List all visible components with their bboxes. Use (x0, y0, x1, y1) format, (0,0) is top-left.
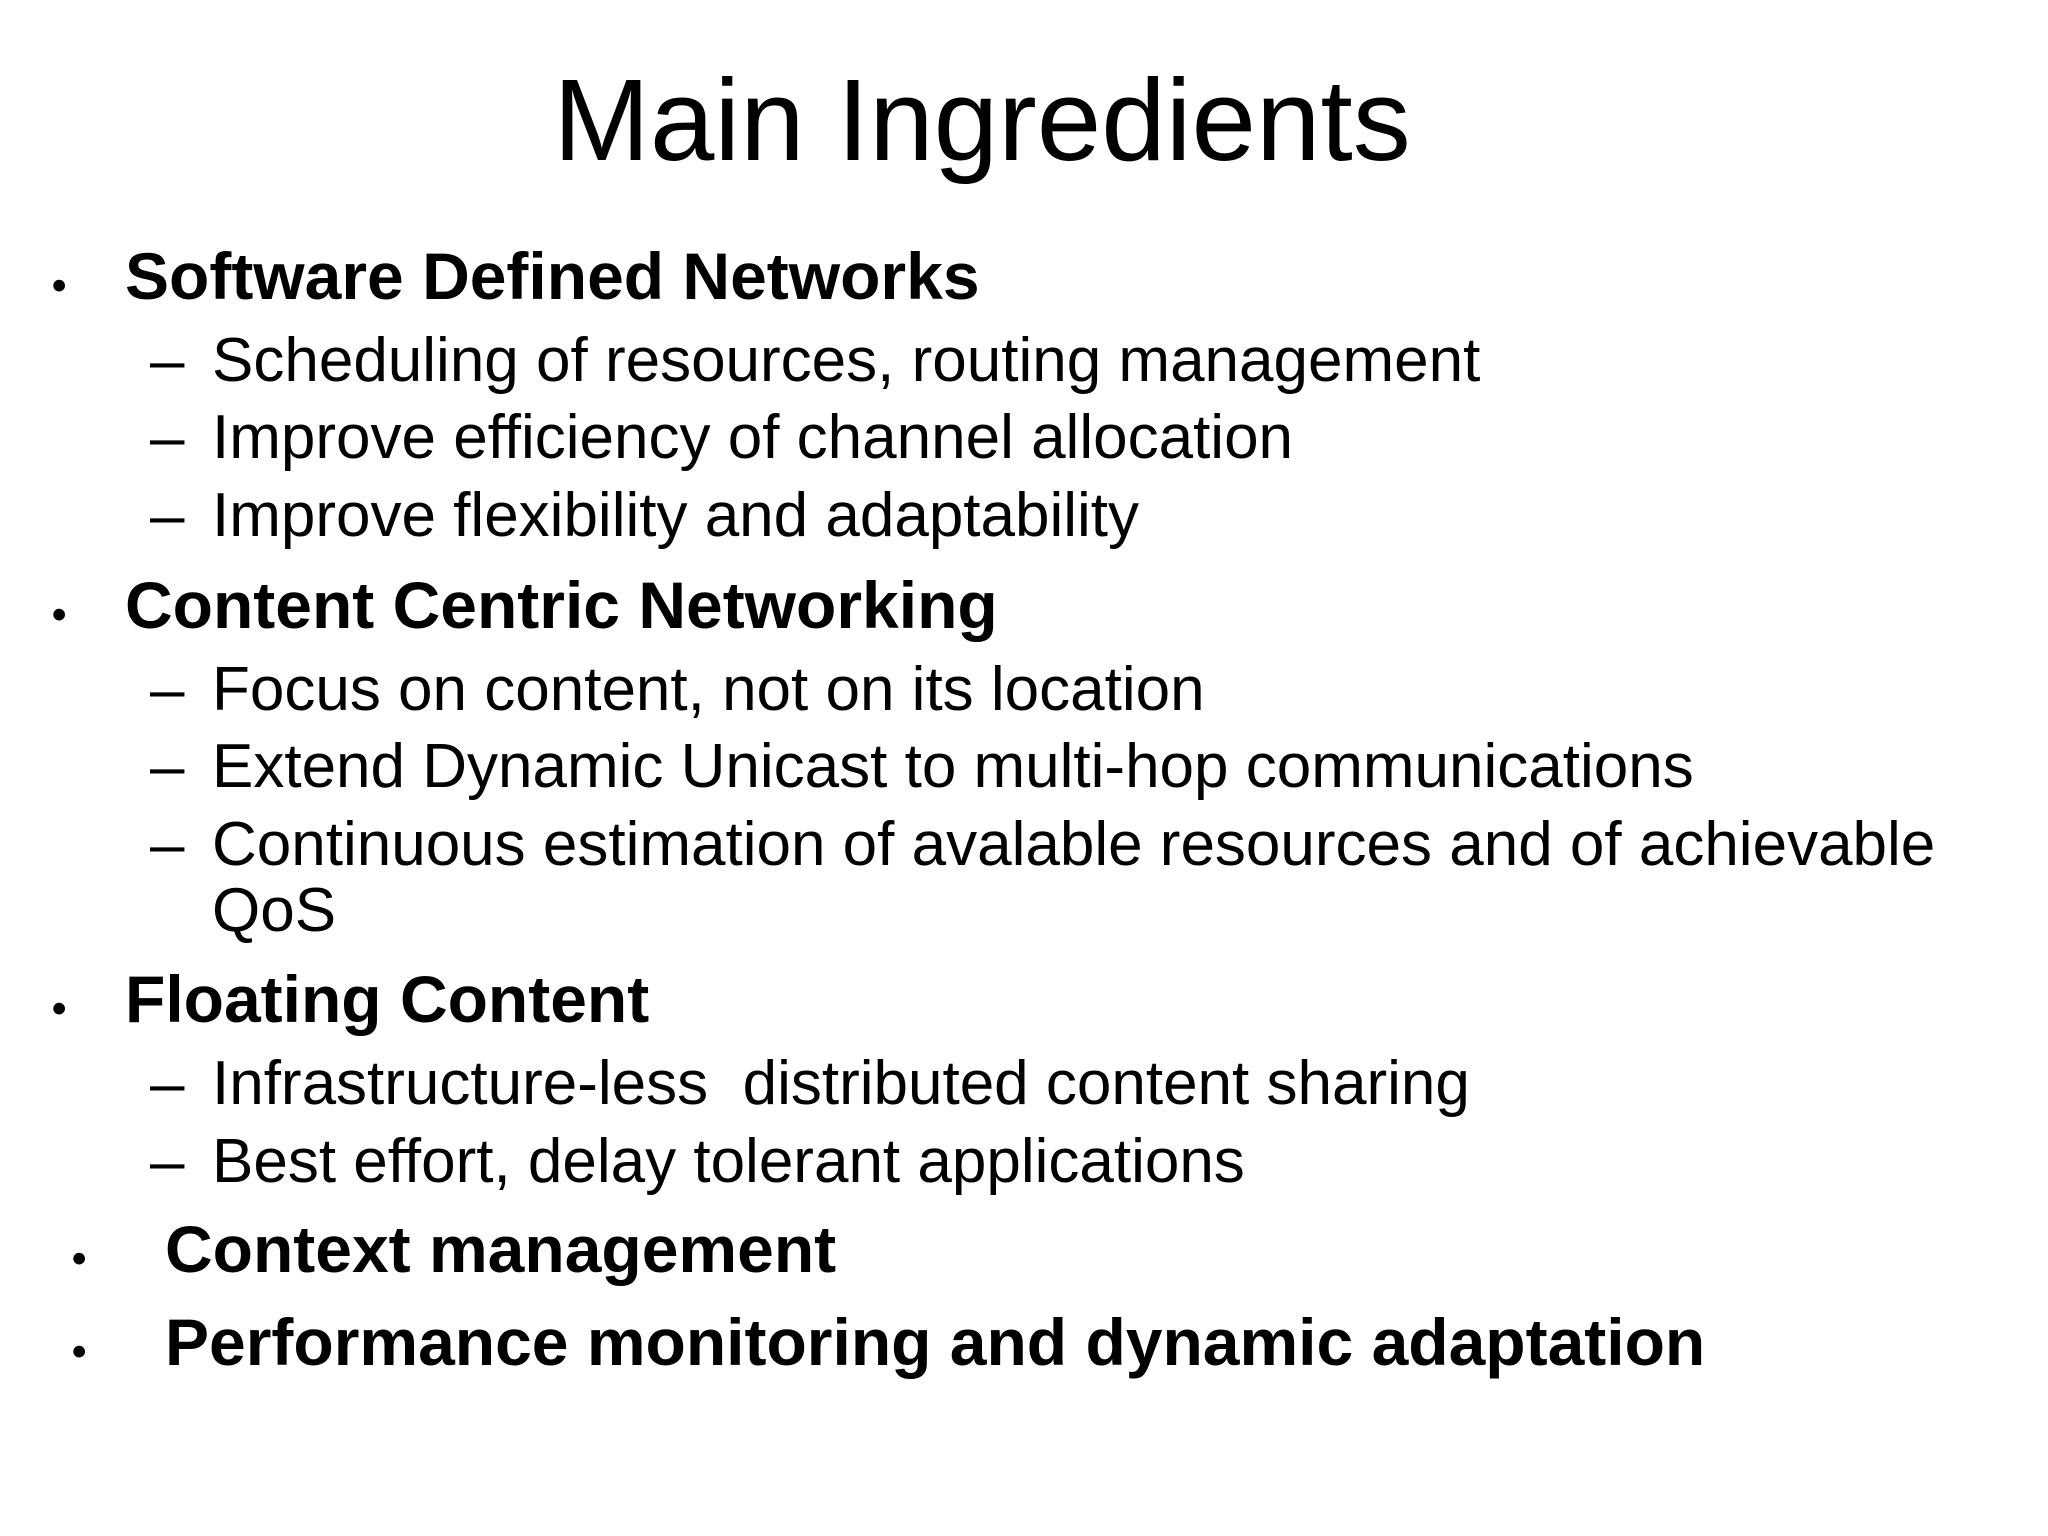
dash-icon: – (150, 481, 185, 551)
section-heading: Software Defined Networks (125, 238, 980, 313)
dash-icon: – (150, 809, 185, 879)
slide-title: Main Ingredients (553, 55, 1411, 185)
bullet-item-level2: –Best effort, delay tolerant application… (0, 1129, 2048, 1195)
bullet-dot-icon: • (52, 261, 67, 308)
bullet-dot-icon: • (72, 1328, 87, 1375)
section-heading: Performance monitoring and dynamic adapt… (165, 1305, 1706, 1380)
bullet-item-level1: • Software Defined Networks (0, 234, 2048, 320)
sub-bullet-text: Extend Dynamic Unicast to multi-hop comm… (212, 732, 1694, 802)
bullet-item-level1: • Content Centric Networking (0, 563, 2048, 649)
dash-icon: – (150, 403, 185, 473)
dash-icon: – (150, 325, 185, 395)
sub-bullet-text: Infrastructure-less distributed content … (212, 1049, 1470, 1119)
bullet-item-level2: –Extend Dynamic Unicast to multi-hop com… (0, 734, 2048, 800)
sub-bullet-text: Continuous estimation of avalable resour… (212, 809, 1953, 945)
bullet-list: •Software Defined Networks–Scheduling of… (0, 234, 2048, 1386)
sub-bullet-text: Scheduling of resources, routing managem… (212, 325, 1481, 395)
bullet-item-level1: • Performance monitoring and dynamic adap… (0, 1300, 2048, 1386)
sub-bullet-text: Focus on content, not on its location (212, 654, 1205, 724)
section-heading: Context management (165, 1211, 837, 1286)
dash-icon: – (150, 654, 185, 724)
sub-bullet-text: Improve flexibility and adaptability (212, 481, 1140, 551)
dash-icon: – (150, 1126, 185, 1196)
dash-icon: – (150, 1049, 185, 1119)
sub-bullet-text: Improve efficiency of channel allocation (212, 403, 1294, 473)
bullet-item-level2: –Scheduling of resources, routing manage… (0, 325, 2048, 395)
section-heading: Floating Content (125, 962, 650, 1037)
bullet-item-level2: –Focus on content, not on its location (0, 654, 2048, 724)
bullet-item-level1: • Context management (0, 1207, 2048, 1293)
bullet-item-level2: –Continuous estimation of avalable resou… (0, 809, 2048, 945)
section-heading: Content Centric Networking (125, 567, 998, 642)
bullet-dot-icon: • (72, 1234, 87, 1281)
bullet-item-level2: –Infrastructure-less distributed content… (0, 1051, 2048, 1117)
sub-bullet-text: Best effort, delay tolerant applications (212, 1126, 1245, 1196)
dash-icon: – (150, 732, 185, 802)
bullet-item-level1: • Floating Content (0, 957, 2048, 1043)
bullet-dot-icon: • (52, 985, 67, 1032)
bullet-dot-icon: • (52, 590, 67, 637)
bullet-item-level2: –Improve efficiency of channel allocatio… (0, 405, 2048, 471)
bullet-item-level2: –Improve flexibility and adaptability (0, 483, 2048, 549)
